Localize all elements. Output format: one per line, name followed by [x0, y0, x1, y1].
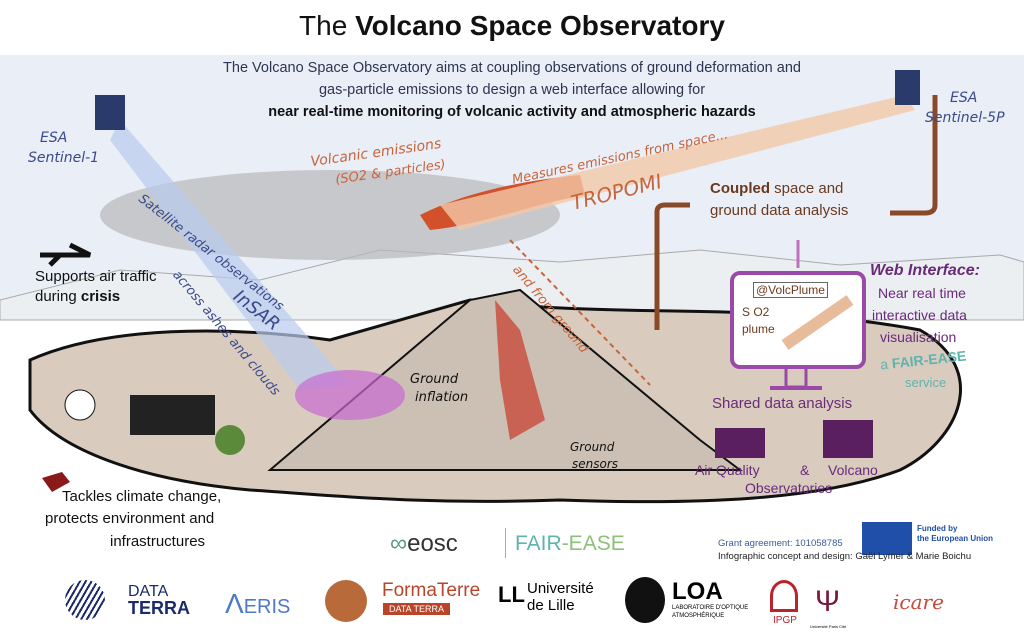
- monitor-plume: plume: [742, 322, 775, 336]
- formaterre-logo: FormaTerre: [382, 580, 481, 601]
- sentinel1-name: Sentinel-1: [28, 150, 100, 166]
- eu-flag: [862, 522, 912, 555]
- loa-emblem: [625, 577, 665, 623]
- volcano-label: Volcano: [828, 462, 878, 478]
- insar-beam: [110, 120, 350, 390]
- formaterre-sub: DATA TERRA: [383, 603, 451, 615]
- volcano-observatory-building: [823, 420, 873, 458]
- label-ground-sensors-2: sensors: [572, 457, 619, 471]
- sentinel5p-name: Sentinel-5P: [925, 110, 1005, 126]
- lille-emblem: LL: [498, 582, 525, 607]
- tropomi-beam: [440, 95, 915, 230]
- upc-logo: Université Paris Cité: [810, 624, 847, 629]
- loa-sub-2: ATMOSPHÉRIQUE: [672, 613, 725, 619]
- icare-logo: icare: [893, 590, 944, 614]
- data-terra-logo-2: TERRA: [128, 598, 190, 618]
- eosc-logo: ∞eosc: [390, 530, 458, 557]
- fair-ease-logo: FAIR-EASE: [515, 532, 625, 555]
- label-ground-sensors-1: Ground: [570, 440, 615, 454]
- formaterre-emblem: [325, 580, 367, 622]
- aeris-logo: ΛERIS: [225, 588, 291, 619]
- lille-logo-2: de Lille: [527, 597, 575, 614]
- web-interface-line-3: visualisation: [880, 329, 957, 345]
- data-terra-logo-1: DATA: [128, 583, 169, 600]
- credits: Infographic concept and design: Gaël Lym…: [718, 551, 972, 562]
- air-traffic-line-2: during crisis: [35, 288, 121, 305]
- grant-agreement: Grant agreement: 101058785: [718, 538, 843, 549]
- lille-logo-1: Université: [527, 580, 594, 597]
- air-quality-label: Air Quality: [695, 462, 760, 478]
- monitor-so2: S O2: [742, 305, 770, 319]
- sentinel5p-agency: ESA: [950, 90, 978, 106]
- coupled-line-2: ground data analysis: [710, 202, 849, 219]
- loa-logo: LOA: [672, 578, 723, 605]
- web-interface-line-2: interactive data: [872, 307, 967, 323]
- air-traffic-line-1: Supports air traffic: [35, 268, 157, 285]
- observatories-label: Observatories: [745, 480, 833, 496]
- label-ground-inflation-2: inflation: [415, 390, 469, 405]
- service-label: service: [905, 375, 947, 390]
- intro-line-2: gas-particle emissions to design a web i…: [318, 82, 706, 98]
- label-ground-inflation-1: Ground: [410, 372, 459, 387]
- upc-emblem: Ψ: [815, 585, 841, 618]
- climate-line-2: protects environment and: [45, 510, 215, 527]
- satellite-left: [95, 95, 125, 130]
- data-terra-emblem: [65, 580, 105, 620]
- intro-line-3: near real-time monitoring of volcanic ac…: [268, 104, 756, 120]
- page-title: The Volcano Space Observatory: [299, 10, 725, 41]
- monitor-handle: @VolcPlume: [753, 282, 828, 298]
- ipgp-logo: IPGP: [773, 615, 797, 626]
- amp-label: &: [800, 462, 810, 478]
- funded-by-2: the European Union: [917, 534, 993, 543]
- satellite-right: [895, 70, 920, 105]
- loa-sub-1: LABORATOIRE D'OPTIQUE: [672, 605, 749, 611]
- web-interface-line-1: Near real time: [878, 285, 966, 301]
- funded-by-1: Funded by: [917, 524, 958, 533]
- web-interface-title: Web Interface:: [870, 262, 980, 279]
- air-quality-building: [715, 428, 765, 458]
- intro-line-1: The Volcano Space Observatory aims at co…: [223, 60, 801, 76]
- trees: [215, 425, 245, 455]
- climate-line-3: infrastructures: [110, 533, 206, 550]
- shared-analysis-label: Shared data analysis: [712, 395, 853, 412]
- sentinel1-agency: ESA: [40, 130, 68, 146]
- climate-line-1: Tackles climate change,: [62, 488, 222, 505]
- so2-plume-map: [781, 295, 854, 350]
- ground-inflation-interferogram: [295, 370, 405, 420]
- bird-icon: [42, 472, 70, 492]
- city-buildings: [130, 395, 215, 435]
- ground-sensor-beam: [509, 239, 651, 386]
- coupled-line-1: Coupled space and: [710, 180, 844, 197]
- arrow-space-to-analysis: [890, 95, 938, 216]
- lava-flow: [495, 300, 545, 440]
- ipgp-emblem: [770, 580, 798, 612]
- arrow-ground-to-analysis: [654, 202, 690, 330]
- airplane: [40, 242, 92, 267]
